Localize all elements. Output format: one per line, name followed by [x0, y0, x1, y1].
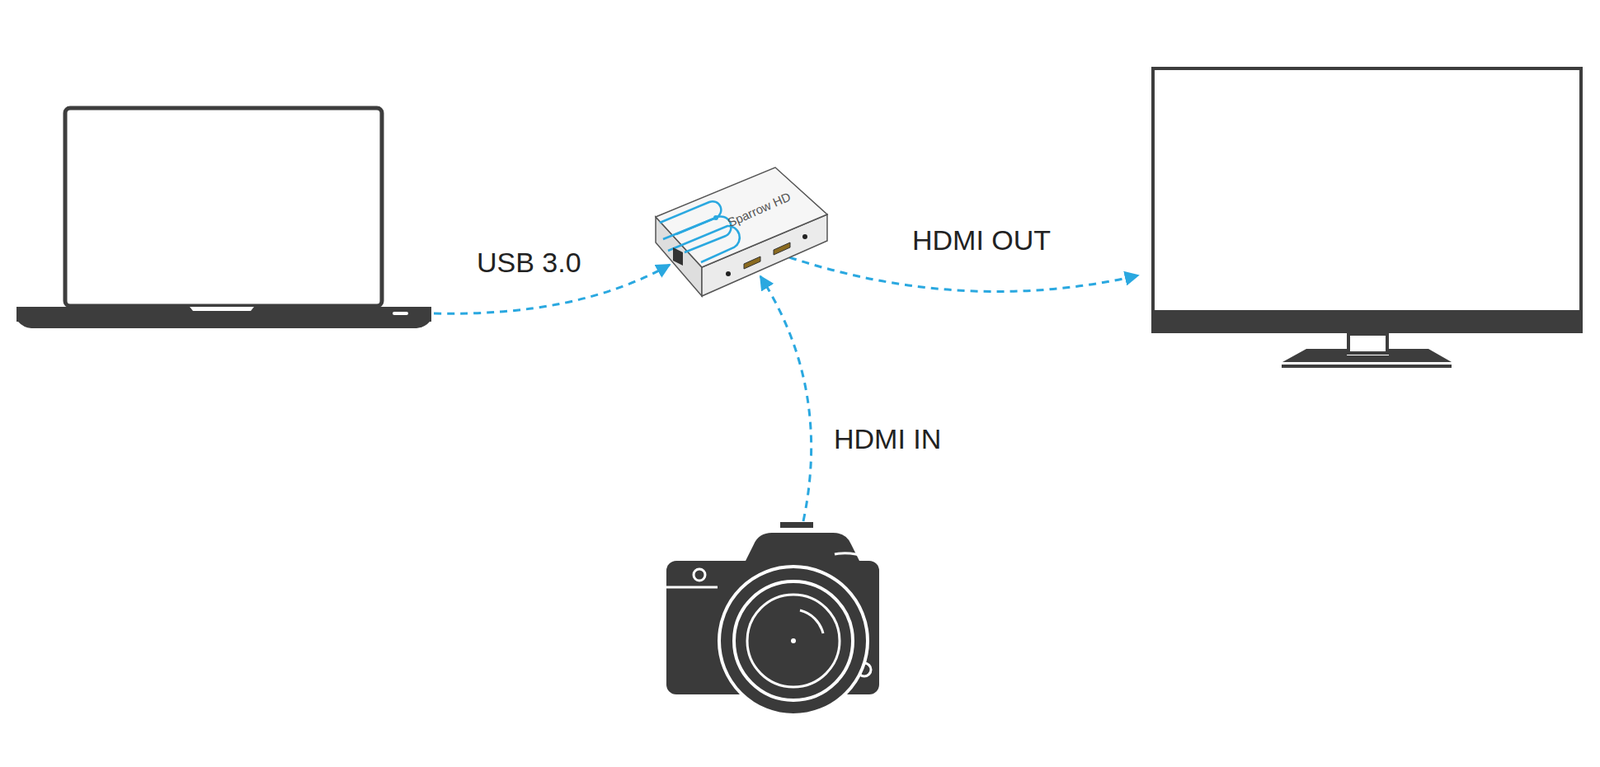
signal-label: HDMI OUT	[912, 224, 1051, 257]
device-outline	[651, 163, 833, 301]
camera-icon	[666, 522, 880, 716]
hdmi-in-arrow	[760, 276, 812, 522]
capture-device: Sparrow HD	[651, 163, 833, 301]
laptop-icon	[16, 108, 432, 329]
tv-icon	[1152, 68, 1582, 368]
signal-label: HDMI IN	[833, 423, 942, 456]
hdmi-out-arrow	[789, 257, 1139, 292]
signal-label: USB 3.0	[476, 246, 582, 279]
